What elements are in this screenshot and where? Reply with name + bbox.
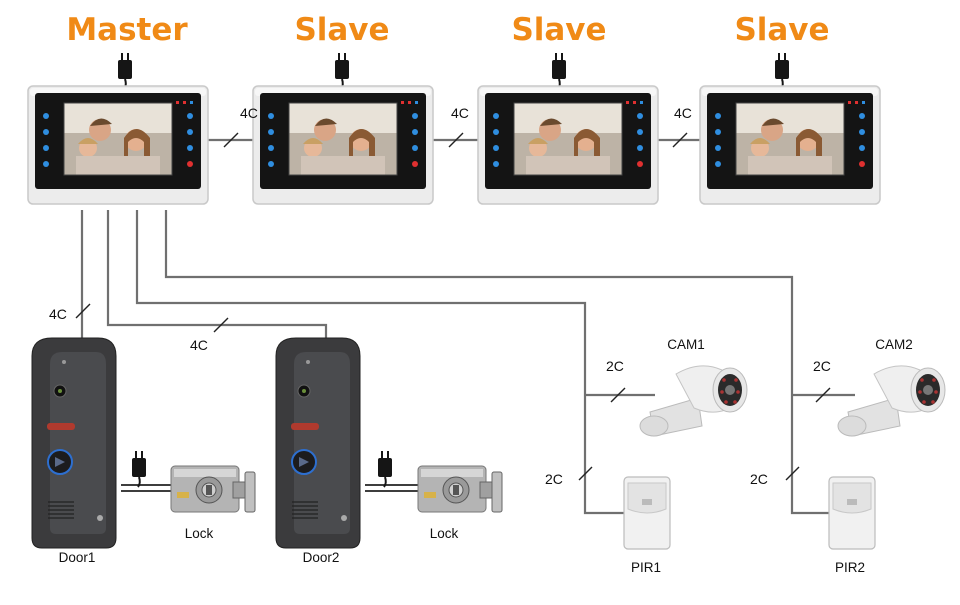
pir2-label: PIR2 [835,560,865,575]
slave-title-1: Slave [294,12,389,48]
cam1-wire-label: 2C [606,358,624,374]
door2-station [275,337,361,549]
slave-title-3: Slave [734,12,829,48]
cam2-label: CAM2 [875,337,913,352]
monitor-link-label-3: 4C [674,105,692,121]
pir1-wire-label: 2C [545,471,563,487]
pir1-device [623,476,671,550]
door1-label: Door1 [59,550,96,565]
door2-wire-label: 4C [190,337,208,353]
cam2-wire-label: 2C [813,358,831,374]
power-adapter-master-icon [117,52,133,90]
slave-title-2: Slave [511,12,606,48]
lock2-label: Lock [430,526,459,541]
lock1-device [170,465,256,513]
power-adapter-slave3-icon [774,52,790,90]
pir2-device [828,476,876,550]
door1-station [31,337,117,549]
pir1-label: PIR1 [631,560,661,575]
power-adapter-slave1-icon [334,52,350,90]
monitor-link-label-1: 4C [240,105,258,121]
cam1-device [639,365,748,437]
cam2-device [837,365,946,437]
lock2-power-adapter-icon [377,450,393,488]
wiring [75,132,855,515]
door1-wire-label: 4C [49,306,67,322]
door2-label: Door2 [303,550,340,565]
slave-monitor-2 [477,85,659,205]
slave-monitor-3 [699,85,881,205]
cam1-label: CAM1 [667,337,705,352]
lock1-power-adapter-icon [131,450,147,488]
master-monitor [27,85,209,205]
monitor-link-label-2: 4C [451,105,469,121]
lock1-label: Lock [185,526,214,541]
power-adapter-slave2-icon [551,52,567,90]
slave-monitor-1 [252,85,434,205]
pir2-wire-label: 2C [750,471,768,487]
master-title: Master [66,12,188,48]
lock2-device [417,465,503,513]
